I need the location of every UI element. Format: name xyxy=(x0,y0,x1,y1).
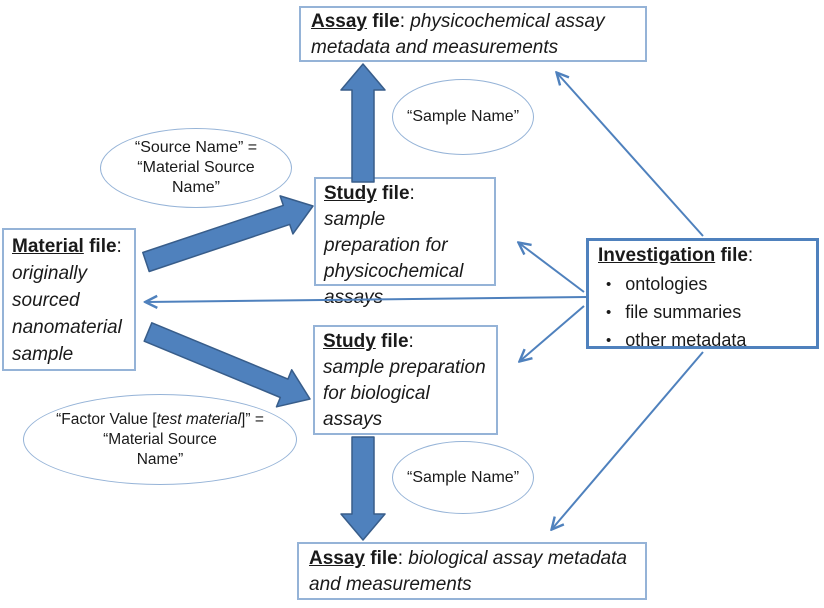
material-keyword: Material xyxy=(12,236,84,257)
investigation-file-box: Investigation file: ontologies file summ… xyxy=(586,238,819,350)
study-physicochemical-box: Study file: sample preparation for physi… xyxy=(314,177,496,308)
colon: : xyxy=(408,331,414,352)
file-word: file xyxy=(375,331,409,352)
material-heading: Material file: xyxy=(12,233,126,260)
factor-value-italic: test material xyxy=(156,410,242,428)
investigation-keyword: Investigation xyxy=(598,245,716,266)
study-physicochemical-heading: Study file: xyxy=(324,181,486,207)
sample-name-annotation-top: “Sample Name” xyxy=(392,79,534,155)
investigation-item-ontologies: ontologies xyxy=(606,271,807,299)
source-name-line3: Name” xyxy=(171,179,220,196)
file-word: file xyxy=(365,548,398,569)
study-biological-description: sample preparation for biological assays xyxy=(323,357,486,430)
file-word: file xyxy=(715,245,748,266)
thin-arrow-investigation-to-study-bio-icon xyxy=(520,305,585,361)
source-name-line2: “Material Source xyxy=(137,159,255,176)
source-name-text: “Source Name” = “Material Source Name” xyxy=(135,138,257,198)
material-file-box: Material file: originally sourced nanoma… xyxy=(2,228,136,371)
factor-value-suffix: ]” = xyxy=(241,410,264,428)
thick-arrow-study-bio-to-assay-icon xyxy=(340,436,386,541)
assay-physicochemical-box: Assay file: physicochemical assay metada… xyxy=(299,6,647,62)
sample-name-text: “Sample Name” xyxy=(406,468,520,486)
assay-physicochemical-description: physicochemical assay metadata and measu… xyxy=(311,11,605,58)
material-description: originally sourced nanomaterial sample xyxy=(12,263,122,365)
investigation-item-other-metadata: other metadata xyxy=(606,327,807,355)
assay-biological-box: Assay file: biological assay metadata an… xyxy=(297,542,647,600)
study-keyword: Study xyxy=(323,331,376,352)
study-keyword: Study xyxy=(324,183,377,204)
assay-keyword: Assay xyxy=(311,11,367,32)
thick-arrow-study-physchem-to-assay-icon xyxy=(340,63,386,183)
factor-value-text: “Factor Value [test material]” = “Materi… xyxy=(56,410,264,470)
file-word: file xyxy=(367,11,400,32)
thick-arrow-material-to-study-physchem-icon xyxy=(142,195,314,273)
thin-arrow-investigation-to-study-physchem-icon xyxy=(519,243,585,293)
thin-arrow-investigation-to-assay-bottom-icon xyxy=(552,351,704,529)
source-name-line1: “Source Name” = xyxy=(134,139,258,156)
factor-value-line3: Name” xyxy=(136,450,184,468)
colon: : xyxy=(116,236,122,257)
study-biological-heading: Study file: xyxy=(323,329,488,355)
thin-arrow-investigation-to-assay-top-icon xyxy=(557,73,704,237)
investigation-item-file-summaries: file summaries xyxy=(606,299,807,327)
investigation-bullet-list: ontologies file summaries other metadata xyxy=(598,271,807,355)
colon: : xyxy=(397,548,404,569)
colon: : xyxy=(747,245,754,266)
colon: : xyxy=(399,11,406,32)
factor-value-prefix: “Factor Value [ xyxy=(56,410,157,428)
colon: : xyxy=(409,183,415,204)
factor-value-line2: “Material Source xyxy=(103,430,217,448)
assay-biological-description: biological assay metadata and measuremen… xyxy=(309,548,627,595)
factor-value-annotation: “Factor Value [test material]” = “Materi… xyxy=(23,394,297,485)
source-name-annotation: “Source Name” = “Material Source Name” xyxy=(100,128,292,208)
file-word: file xyxy=(83,236,117,257)
assay-keyword: Assay xyxy=(309,548,365,569)
investigation-heading: Investigation file: xyxy=(598,243,807,269)
study-biological-box: Study file: sample preparation for biolo… xyxy=(313,325,498,435)
file-word: file xyxy=(376,183,410,204)
study-physicochemical-description: sample preparation for physicochemical a… xyxy=(324,209,464,308)
sample-name-text: “Sample Name” xyxy=(406,108,520,125)
sample-name-annotation-bottom: “Sample Name” xyxy=(392,441,534,514)
